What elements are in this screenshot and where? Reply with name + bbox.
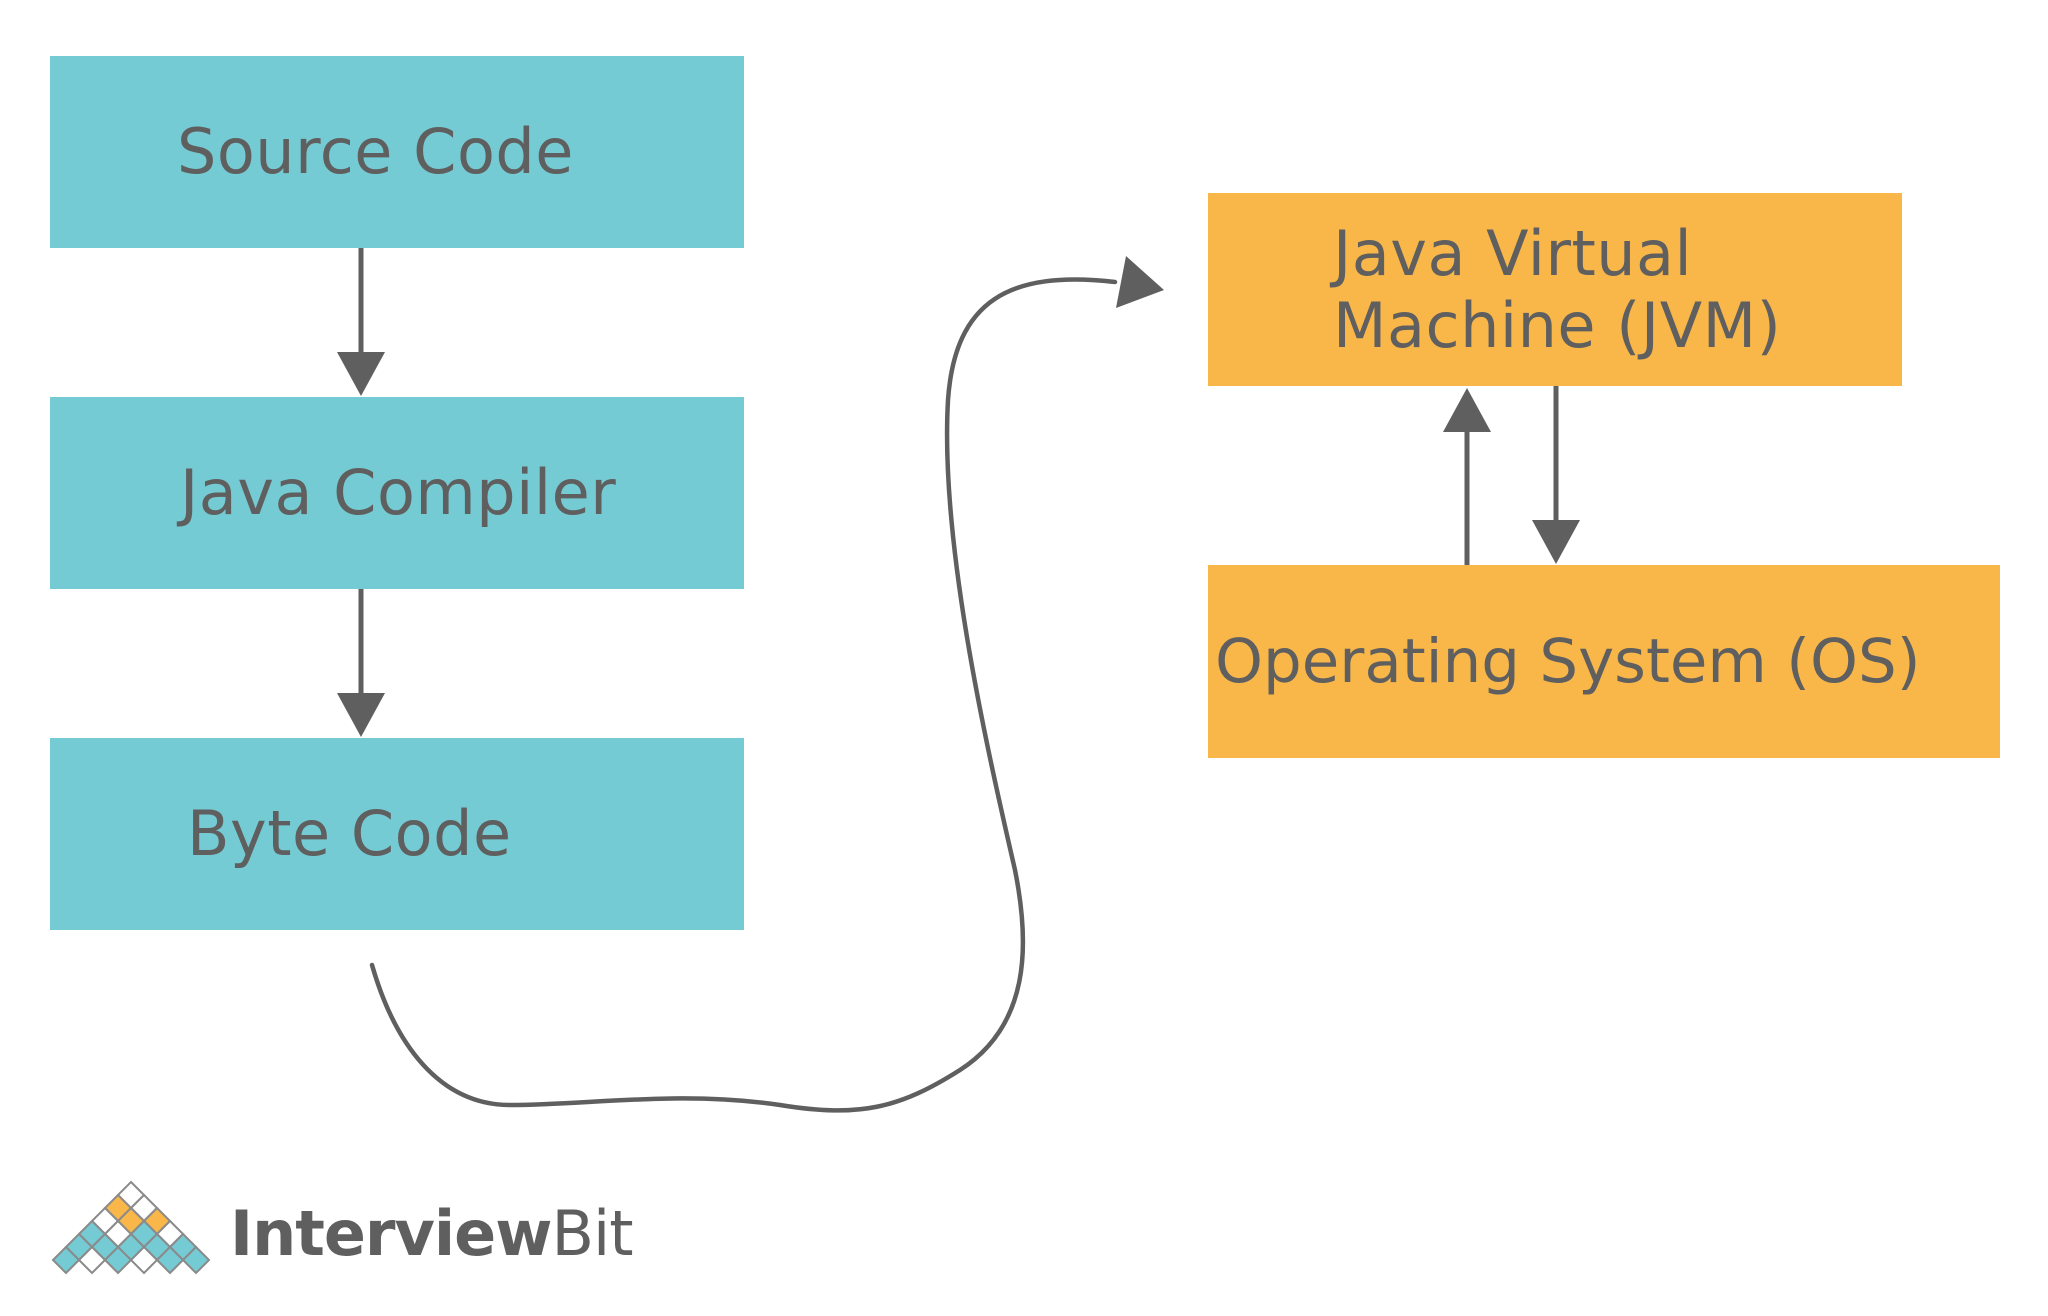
operating-system-label: Operating System (OS)	[1215, 626, 1921, 697]
source-code-box: Source Code	[50, 56, 744, 248]
interviewbit-logo: InterviewBit	[46, 1178, 634, 1288]
arrowhead-jvm-to-os	[1532, 520, 1580, 564]
arrowhead-compiler-to-bytecode	[337, 693, 385, 737]
java-compiler-box: Java Compiler	[50, 397, 744, 589]
jvm-box: Java Virtual Machine (JVM)	[1208, 193, 1902, 386]
logo-text-bit: Bit	[551, 1196, 633, 1270]
arrowhead-bytecode-to-jvm	[1116, 256, 1164, 308]
byte-code-label: Byte Code	[187, 797, 512, 870]
source-code-label: Source Code	[177, 115, 574, 188]
interviewbit-wordmark: InterviewBit	[230, 1196, 634, 1270]
arrow-bytecode-to-jvm	[369, 277, 1118, 1113]
byte-code-box: Byte Code	[50, 738, 744, 930]
logo-text-interview: Interview	[230, 1196, 552, 1270]
arrowhead-os-to-jvm	[1443, 388, 1491, 432]
jvm-label-line1: Java Virtual	[1333, 216, 1693, 290]
java-compiler-label: Java Compiler	[180, 456, 617, 529]
interviewbit-logo-icon	[51, 1180, 211, 1275]
jvm-label-line2: Machine (JVM)	[1333, 288, 1782, 362]
arrowhead-source-to-compiler	[337, 352, 385, 396]
operating-system-box: Operating System (OS)	[1208, 565, 2000, 758]
